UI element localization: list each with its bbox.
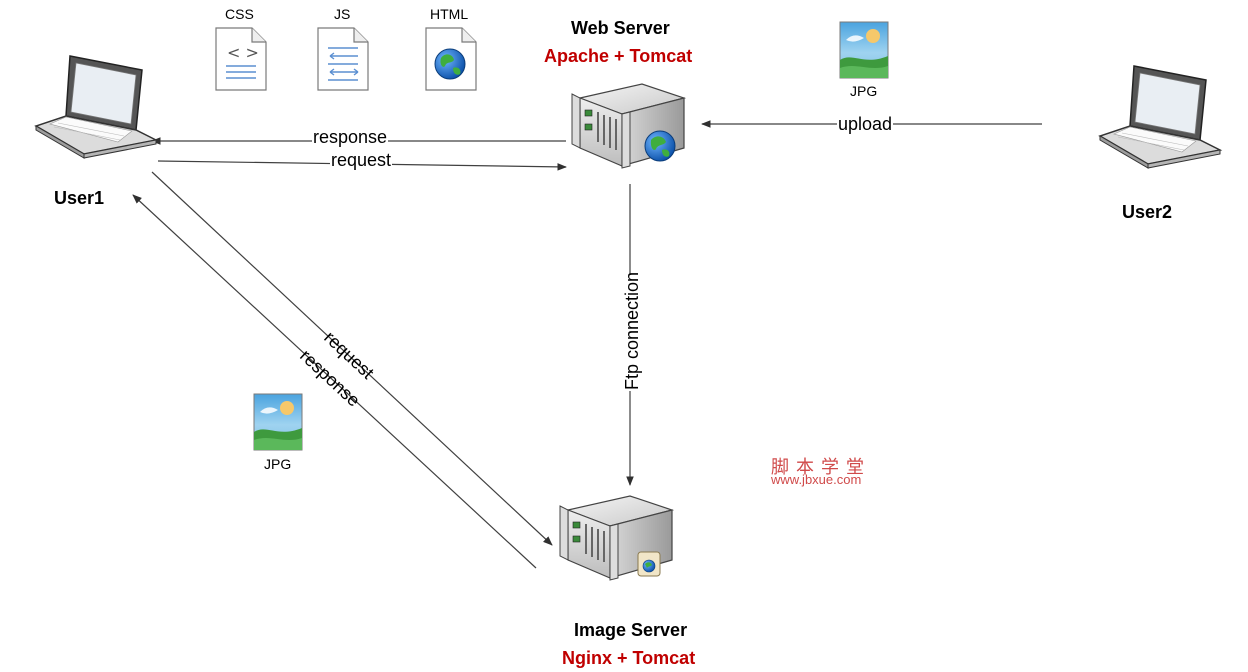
edge-label-ftp-connection: Ftp connection — [622, 271, 642, 391]
globe-icon — [642, 559, 656, 573]
server-icon — [559, 495, 675, 581]
html-file-label: HTML — [430, 6, 469, 22]
web-server-subtitle: Apache + Tomcat — [544, 46, 693, 66]
jpg-left-label: JPG — [264, 456, 292, 472]
edge-image-to-user1 — [132, 194, 537, 569]
html-file-icon — [425, 27, 477, 91]
css-file-icon: < > — [215, 27, 267, 91]
js-file-icon — [317, 27, 369, 91]
svg-text:< >: < > — [227, 43, 259, 62]
user2-label: User2 — [1122, 202, 1173, 222]
globe-icon — [644, 130, 676, 162]
watermark-chinese: 脚本学堂 — [771, 457, 871, 478]
image-server-subtitle: Nginx + Tomcat — [562, 648, 696, 668]
laptop-icon — [34, 55, 159, 159]
edge-label-request-top: request — [330, 150, 393, 170]
edge-user1-to-image — [151, 171, 553, 546]
js-file-label: JS — [334, 6, 351, 22]
web-server-title: Web Server — [571, 18, 670, 38]
css-file-label: CSS — [225, 6, 254, 22]
watermark-url: www.jbxue.com — [771, 472, 862, 487]
jpg-image-icon — [253, 393, 303, 451]
image-server-title: Image Server — [574, 620, 688, 640]
jpg-top-label: JPG — [850, 83, 878, 99]
edge-label-upload: upload — [837, 114, 894, 134]
laptop-icon — [1098, 65, 1223, 169]
edge-label-response-top: response — [312, 127, 389, 147]
user1-label: User1 — [54, 188, 105, 208]
jpg-image-icon — [839, 21, 889, 79]
